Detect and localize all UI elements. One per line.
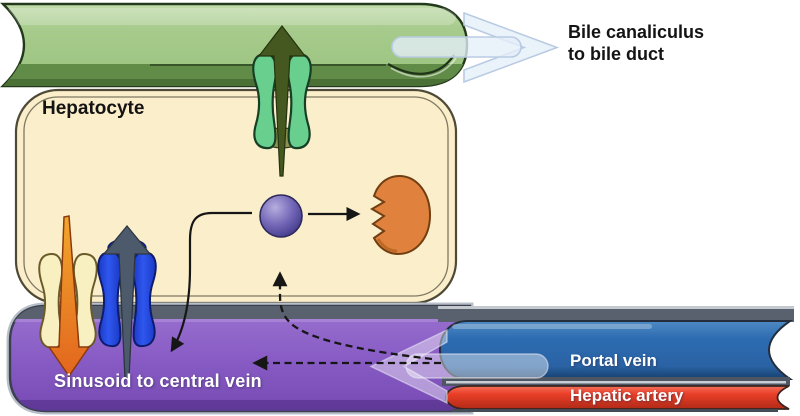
drug-molecule bbox=[259, 194, 303, 238]
bile-swoosh-highlight bbox=[390, 57, 457, 78]
artery-bottom-casing bbox=[452, 409, 778, 412]
bile-flow-arrow bbox=[391, 11, 560, 84]
hepatocyte-label: Hepatocyte bbox=[42, 98, 145, 119]
metabolizing-enzyme bbox=[370, 174, 432, 256]
bile-canaliculus-tube bbox=[0, 2, 469, 88]
sinusoid-inner-highlight bbox=[10, 319, 470, 322]
portal-vein-tube bbox=[438, 306, 794, 380]
hepatocyte-inner-membrane bbox=[23, 96, 449, 297]
hepatic-artery-label: Hepatic artery bbox=[570, 386, 684, 405]
vessel-outer-casing bbox=[438, 306, 794, 310]
uptake-transporter bbox=[97, 224, 157, 379]
basolateral-efflux-transporter bbox=[38, 215, 98, 378]
vessel-separator-line bbox=[446, 381, 786, 384]
vessel-membrane-band bbox=[438, 309, 794, 322]
basolateral-efflux-path-arrow bbox=[170, 211, 252, 353]
bile-tube-bottom-edge bbox=[3, 79, 467, 86]
blood-flow-arrow bbox=[369, 328, 549, 405]
bile-tube-highlight bbox=[4, 8, 456, 25]
portal-vein-label: Portal vein bbox=[570, 351, 657, 370]
hepatic-artery-tube bbox=[442, 377, 790, 412]
sinusoid-label: Sinusoid to central vein bbox=[54, 371, 262, 391]
bile-flow-label: Bile canaliculus to bile duct bbox=[568, 22, 705, 64]
portal-highlight-streak bbox=[452, 324, 652, 329]
uptake-arrow bbox=[102, 224, 152, 379]
canalicular-transporter bbox=[252, 25, 312, 177]
bile-tube-shadow-band bbox=[3, 64, 467, 81]
sinusoid-bottom-shadow bbox=[10, 400, 470, 411]
bile-efflux-arrow bbox=[257, 25, 307, 177]
sinusoidal-efflux-arrow bbox=[47, 215, 91, 378]
enzyme-shading bbox=[376, 238, 398, 253]
bile-swoosh-line bbox=[387, 54, 455, 75]
